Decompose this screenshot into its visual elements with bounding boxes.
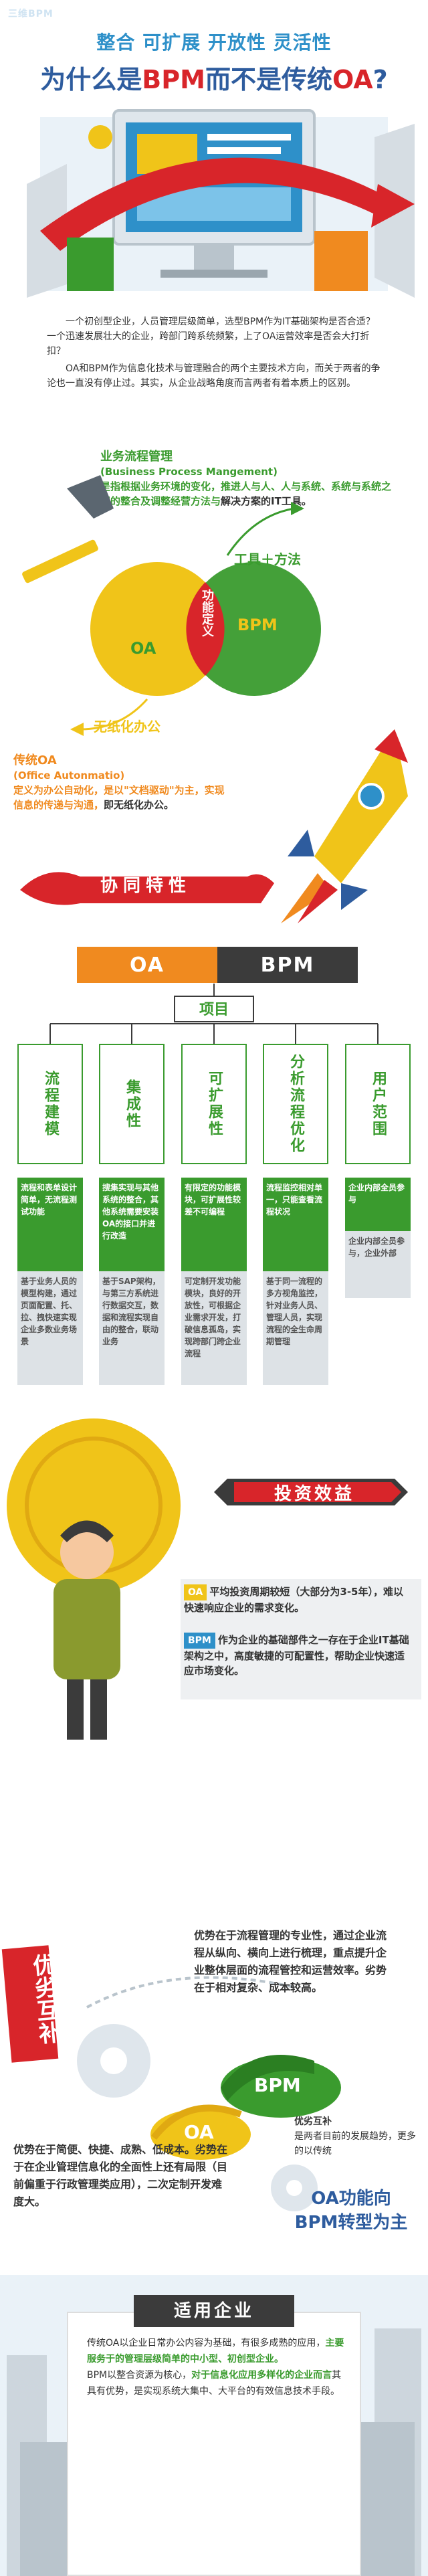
compare-bpm-bar: BPM	[217, 947, 358, 983]
column-header-3: 可扩展性	[181, 1044, 247, 1164]
column-5-oa-cell: 企业内部全员参与	[345, 1178, 411, 1231]
pros-cons-illustration	[1, 1945, 341, 2211]
oa-definition-english: (Office Autonmatio)	[13, 769, 125, 781]
venn-tools-label: 工具＋方法	[234, 551, 301, 567]
bpm-definition-text: 是指根据业务环境的变化，推进人与人、人与系统、系统与系统之间的整合及调整经营方法…	[100, 480, 392, 507]
hero-illustration	[27, 109, 415, 298]
hammer-icon	[22, 475, 114, 583]
investment-oa-tag: OA	[184, 1584, 207, 1600]
column-2-cells: 搜集实现与其他系统的整合，其他系统需要安装OA的接口并进行改造 基于SAP架构，…	[99, 1178, 165, 1385]
pros-bpm-label: BPM	[254, 2074, 301, 2096]
investment-oa-text: 平均投资周期较短（大部分为3-5年），难以快速响应企业的需求变化。	[184, 1586, 403, 1614]
businessman-icon	[54, 1520, 120, 1740]
gear-icon	[77, 2024, 318, 2211]
column-5-bpm-cell: 企业内部全员参与，企业外部	[345, 1231, 411, 1298]
applicable-enterprises-title: 适用企业	[134, 2295, 294, 2327]
column-4-cells: 流程监控相对单一，只能查看流程状况 基于同一流程的多方视角监控，针对业务人员、管…	[263, 1178, 328, 1385]
bpm-definition-english: (Business Process Mangement)	[100, 466, 278, 478]
trend-highlight-line-1: OA功能向	[311, 2189, 391, 2209]
column-3-oa-cell: 有限定的功能模块，可扩展性较差不可编程	[181, 1178, 247, 1271]
oa-definition-text: 定义为办公自动化，是以"文档驱动"为主，实现信息的传递与沟通，	[13, 784, 225, 811]
applicable-oa-paragraph: 传统OA以企业日常办公内容为基础，有很多成熟的应用，主要服务于的管理层级简单的中…	[87, 2338, 344, 2365]
bpm-definition: 业务流程管理 (Business Process Mangement) 是指根据…	[100, 450, 395, 509]
bpm-pros-cons-text: 优势在于流程管理的专业性，通过企业流程从纵向、横向上进行梳理，重点提升企业整体层…	[194, 1929, 387, 1994]
applicable-enterprises-text: 传统OA以企业日常办公内容为基础，有很多成熟的应用，主要服务于的管理层级简单的中…	[87, 2335, 344, 2399]
venn-paperless-label: 无纸化办公	[94, 719, 160, 735]
column-1-oa-cell: 流程和表单设计简单，无流程测试功能	[17, 1178, 83, 1271]
collab-title: 协同特性	[100, 876, 192, 896]
intro-paragraph-2: OA和BPM作为信息化技术与管理融合的两个主要技术方向，而关于两者的争论也一直没…	[47, 363, 381, 389]
column-2-oa-cell: 搜集实现与其他系统的整合，其他系统需要安装OA的接口并进行改造	[99, 1178, 165, 1271]
column-4-bpm-cell: 基于同一流程的多方视角监控，针对业务人员、管理人员，实现流程的全生命周期管理	[263, 1271, 328, 1385]
venn-middle-label: 功能定义	[200, 589, 214, 637]
trend-body: 是两者目前的发展趋势，更多的以传统	[294, 2131, 416, 2156]
investment-bpm-tag: BPM	[184, 1633, 215, 1649]
investment-illustration	[7, 1418, 421, 1740]
oa-definition-text-end: 即无纸化办公。	[104, 799, 175, 811]
investment-title: 投资效益	[274, 1484, 354, 1504]
trend-highlight-line-2: BPM转型为主	[294, 2213, 408, 2233]
trend-highlight: OA功能向 BPM转型为主	[281, 2187, 421, 2235]
trend-heading: 优劣互补	[294, 2116, 332, 2127]
column-header-2: 集成性	[99, 1044, 165, 1164]
page-subtitle: 整合 可扩展 开放性 灵活性	[96, 31, 332, 54]
investment-bpm-text: 作为企业的基础部件之一存在于企业IT基础架构之中，高度敏捷的可配置性，帮助企业快…	[184, 1634, 409, 1677]
venn-oa-label: OA	[130, 639, 156, 658]
oa-pros-cons-text: 优势在于简便、快捷、成熟、低成本。劣势在于在企业管理信息化的全面性上还有局限（目…	[13, 2143, 228, 2208]
bpm-definition-text-end: 解决方案的IT工具。	[221, 495, 312, 507]
column-5-cells: 企业内部全员参与 企业内部全员参与，企业外部	[345, 1178, 411, 1298]
compare-oa-bar: OA	[77, 947, 217, 983]
venn-diagram	[22, 475, 321, 736]
column-header-5: 用户范围	[345, 1044, 411, 1164]
items-connector	[49, 984, 379, 1044]
brand-logo: 三维BPM	[8, 9, 54, 19]
collab-banner	[20, 872, 274, 905]
applicable-bpm-paragraph: BPM以整合资源为核心，对于信息化应用多样化的企业而言其具有优势，是实现系统大集…	[87, 2370, 342, 2397]
page-title: 为什么是BPM而不是传统OA?	[40, 65, 388, 94]
column-header-4: 分析流程优化	[263, 1044, 328, 1164]
bpm-definition-heading: 业务流程管理	[100, 450, 173, 464]
column-3-bpm-cell: 可定制开发功能模块，良好的开放性，可根据企业需求开发，打破信息孤岛，实现跨部门跨…	[181, 1271, 247, 1385]
column-1-cells: 流程和表单设计简单，无流程测试功能 基于业务人员的模型构建，通过页面配置、托、拉…	[17, 1178, 83, 1385]
trend-text: 优劣互补 是两者目前的发展趋势，更多的以传统	[294, 2114, 421, 2158]
pros-oa-label: OA	[184, 2121, 214, 2143]
items-label: 项目	[174, 996, 254, 1022]
column-header-1: 流程建模	[17, 1044, 83, 1164]
column-4-oa-cell: 流程监控相对单一，只能查看流程状况	[263, 1178, 328, 1271]
pros-cons-title: 优劣互补	[27, 1952, 62, 2045]
column-2-bpm-cell: 基于SAP架构，与第三方系统进行数据交互，数据和流程实现自由的整合，联动业务	[99, 1271, 165, 1385]
oa-definition: 传统OA (Office Autonmatio) 定义为办公自动化，是以"文档驱…	[13, 753, 234, 812]
column-1-bpm-cell: 基于业务人员的模型构建，通过页面配置、托、拉、拽快速实现企业多数业务场景	[17, 1271, 83, 1385]
column-3-cells: 有限定的功能模块，可扩展性较差不可编程 可定制开发功能模块，良好的开放性，可根据…	[181, 1178, 247, 1385]
rocket-illustration	[281, 729, 408, 923]
venn-bpm-label: BPM	[237, 616, 278, 634]
intro-paragraph-1: 一个初创型企业，人员管理层级简单，选型BPM作为IT基础架构是否合适？一个迅速发…	[47, 316, 375, 357]
oa-definition-heading: 传统OA	[13, 753, 57, 767]
